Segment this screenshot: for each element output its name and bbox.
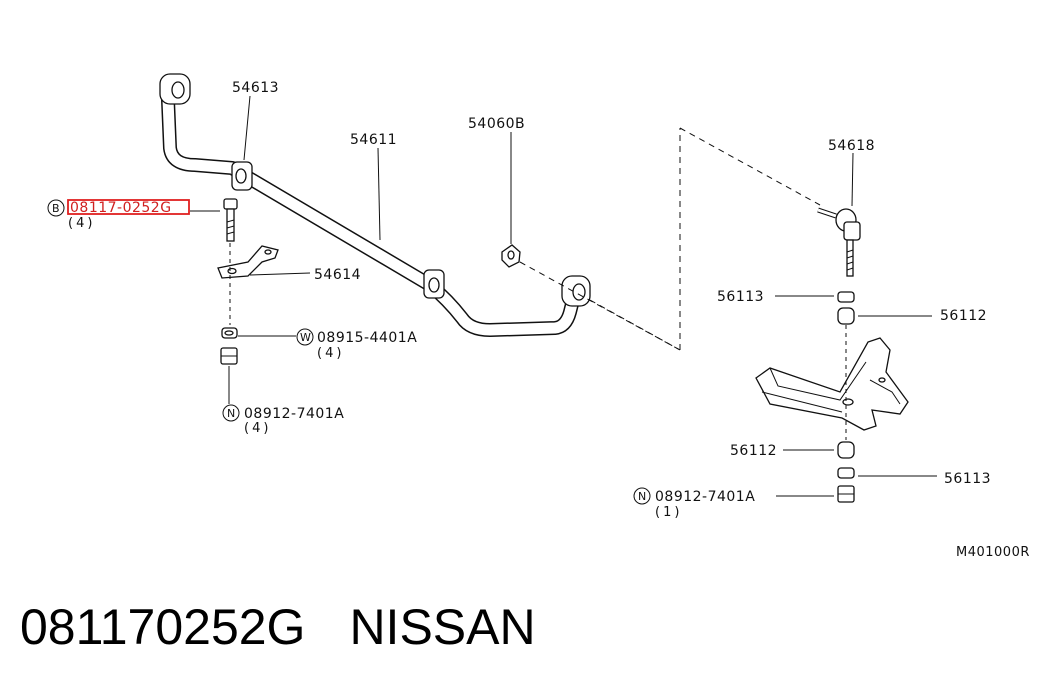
figure-code: M401000R [956, 545, 1030, 560]
label-54618: 54618 [828, 138, 875, 154]
label-bolt-qty: (4) [68, 216, 95, 231]
label-washer-qty: (4) [317, 346, 344, 361]
bolt [223, 198, 238, 242]
link-bushing-bottom [837, 441, 855, 459]
bushing-left [231, 161, 253, 191]
nut-left [220, 347, 238, 365]
label-nut-right: 08912-7401A [655, 489, 755, 505]
washer-badge: W [300, 331, 311, 344]
label-54611: 54611 [350, 132, 397, 148]
label-nut-left-qty: (4) [244, 421, 271, 436]
lower-arm [755, 337, 909, 431]
label-washer: 08915-4401A [317, 330, 417, 346]
label-56112-bottom: 56112 [730, 443, 777, 459]
highlight-box [67, 199, 190, 215]
label-56112-top: 56112 [940, 308, 987, 324]
label-bolt: 08117-0252G [70, 200, 172, 216]
footer-part-number: 081170252G [20, 599, 306, 655]
nut-right [837, 485, 855, 503]
label-nut-left: 08912-7401A [244, 406, 344, 422]
link-washer-bottom [837, 467, 855, 479]
washer-left [221, 327, 238, 339]
label-54613: 54613 [232, 80, 279, 96]
link-bushing-top [837, 307, 855, 325]
bolt-badge: B [52, 202, 60, 215]
footer-brand: NISSAN [349, 599, 536, 655]
label-56113-bottom: 56113 [944, 471, 991, 487]
stabilizer-link [817, 207, 861, 277]
clip [501, 244, 521, 268]
label-54614: 54614 [314, 267, 361, 283]
link-washer-top [837, 291, 855, 303]
label-56113-top: 56113 [717, 289, 764, 305]
footer: 081170252G NISSAN [20, 598, 580, 656]
label-54060b: 54060B [468, 116, 525, 132]
nut-left-badge: N [227, 407, 235, 420]
label-nut-right-qty: (1) [655, 505, 682, 520]
nut-right-badge: N [638, 490, 646, 503]
bar-end-left [159, 73, 191, 105]
bushing-right [423, 269, 445, 299]
stabilizer-bar [161, 93, 582, 337]
bracket [217, 245, 279, 279]
bar-end-right [561, 275, 591, 307]
